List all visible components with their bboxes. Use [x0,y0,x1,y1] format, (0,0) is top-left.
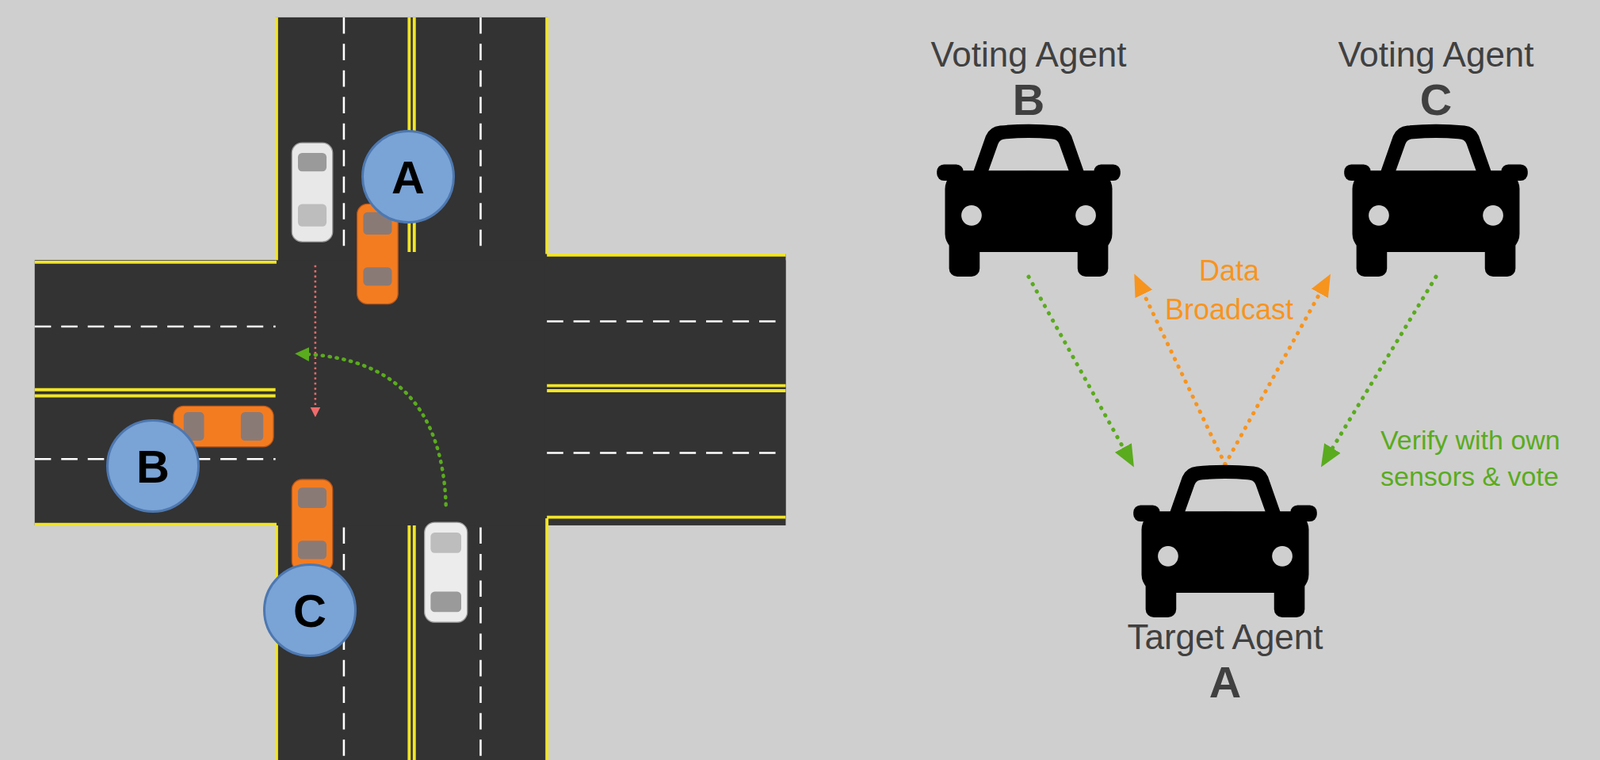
agent-marker: B [106,419,200,513]
agent-car: Voting AgentB [909,34,1148,277]
agent-letter: C [1420,75,1452,125]
car-icon [936,123,1121,277]
agent-letter: B [136,439,170,493]
agent-role: Target Agent [1126,617,1323,658]
car-icon [1344,123,1528,277]
agent-letter: C [293,584,327,638]
agent-letter: B [1012,75,1045,125]
agent-car: Target AgentA [1106,464,1345,707]
annotation: Verify with own sensors & vote [1380,422,1597,496]
agent-car: Voting AgentC [1317,34,1555,277]
agent-role: Voting Agent [930,34,1127,76]
agent-letter: A [1209,657,1242,707]
agent-role: Voting Agent [1337,34,1534,76]
agent-marker: C [263,563,357,657]
annotation: Data Broadcast [1145,252,1313,329]
vote-arrow [1028,276,1133,465]
agent-letter: A [391,150,425,204]
agent-marker: A [361,129,455,224]
car-icon [1133,464,1318,618]
